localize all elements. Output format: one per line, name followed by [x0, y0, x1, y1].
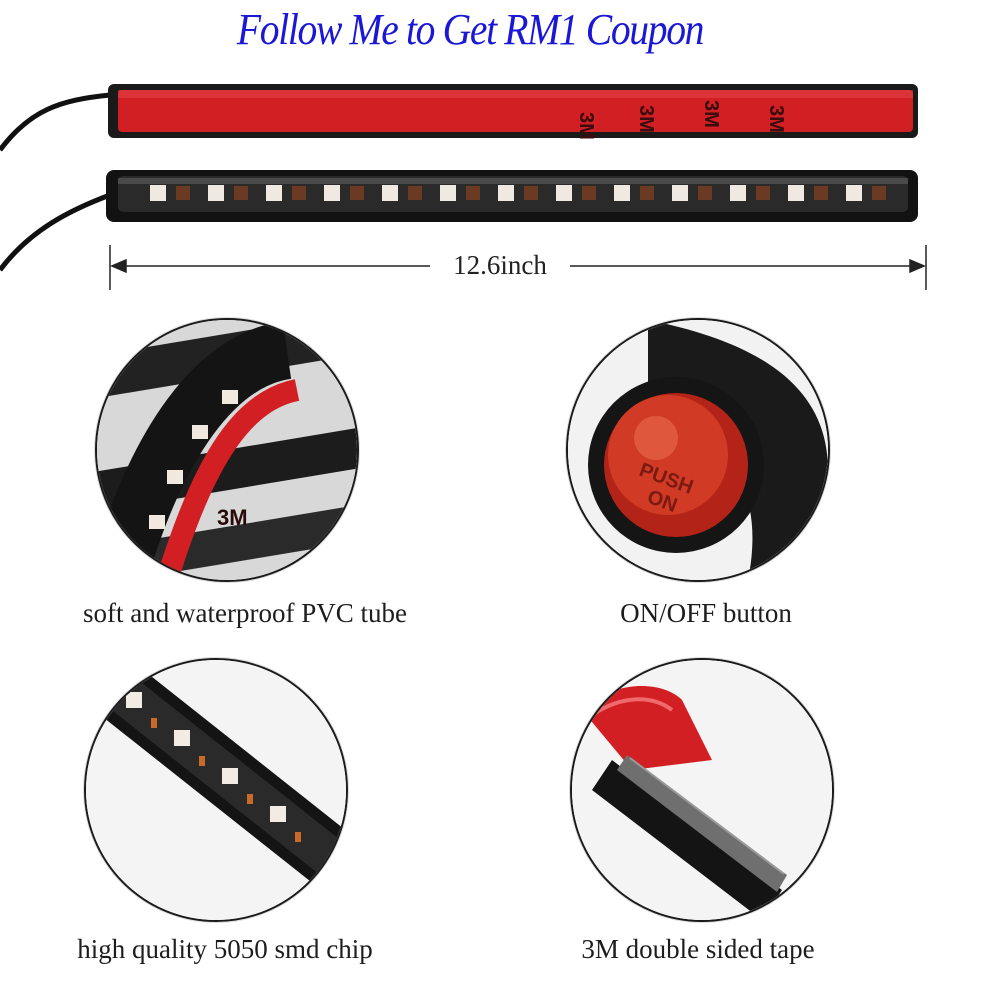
led-chip — [150, 185, 166, 201]
resistor — [234, 186, 248, 200]
length-label: 12.6inch — [430, 250, 570, 281]
tape-mark: 3M — [575, 112, 597, 140]
resistor — [408, 186, 422, 200]
resistor — [872, 186, 886, 200]
led-chip — [266, 185, 282, 201]
led-chip — [382, 185, 398, 201]
tube-tape-mark: 3M — [217, 505, 248, 530]
led-chip — [730, 185, 746, 201]
led-strip-product-view: 3M 3M 3M 3M — [0, 84, 927, 290]
coupon-banner: Follow Me to Get RM1 Coupon — [236, 5, 705, 54]
button-closeup: PUSH ON — [566, 318, 830, 582]
caption-smd-chip: high quality 5050 smd chip — [77, 934, 373, 964]
resistor — [698, 186, 712, 200]
smd-chip-closeup — [84, 658, 348, 922]
led-chip — [788, 185, 804, 201]
resistor — [524, 186, 538, 200]
led-chip — [498, 185, 514, 201]
resistor — [176, 186, 190, 200]
resistor — [466, 186, 480, 200]
tape-closeup — [570, 658, 834, 922]
led-strip-back-view: 3M 3M 3M 3M — [108, 84, 918, 140]
power-cable-2 — [0, 192, 111, 272]
resistor — [640, 186, 654, 200]
led-chip — [324, 185, 340, 201]
tape-mark: 3M — [635, 105, 657, 133]
power-cable-1 — [0, 92, 111, 152]
tape-mark: 3M — [700, 100, 722, 128]
led-chip — [440, 185, 456, 201]
led-chip — [208, 185, 224, 201]
resistor — [814, 186, 828, 200]
resistor — [350, 186, 364, 200]
pvc-tube-closeup: 3M — [95, 318, 359, 582]
caption-3m-tape: 3M double sided tape — [581, 934, 815, 964]
resistor — [756, 186, 770, 200]
led-chip — [556, 185, 572, 201]
tape-mark: 3M — [765, 105, 787, 133]
led-strip-front-view — [106, 170, 918, 222]
resistor — [292, 186, 306, 200]
led-chip — [614, 185, 630, 201]
led-chip — [846, 185, 862, 201]
led-chip — [672, 185, 688, 201]
dimension-line — [109, 245, 927, 290]
caption-on-off-button: ON/OFF button — [620, 598, 792, 628]
resistor — [582, 186, 596, 200]
caption-pvc-tube: soft and waterproof PVC tube — [83, 598, 407, 628]
